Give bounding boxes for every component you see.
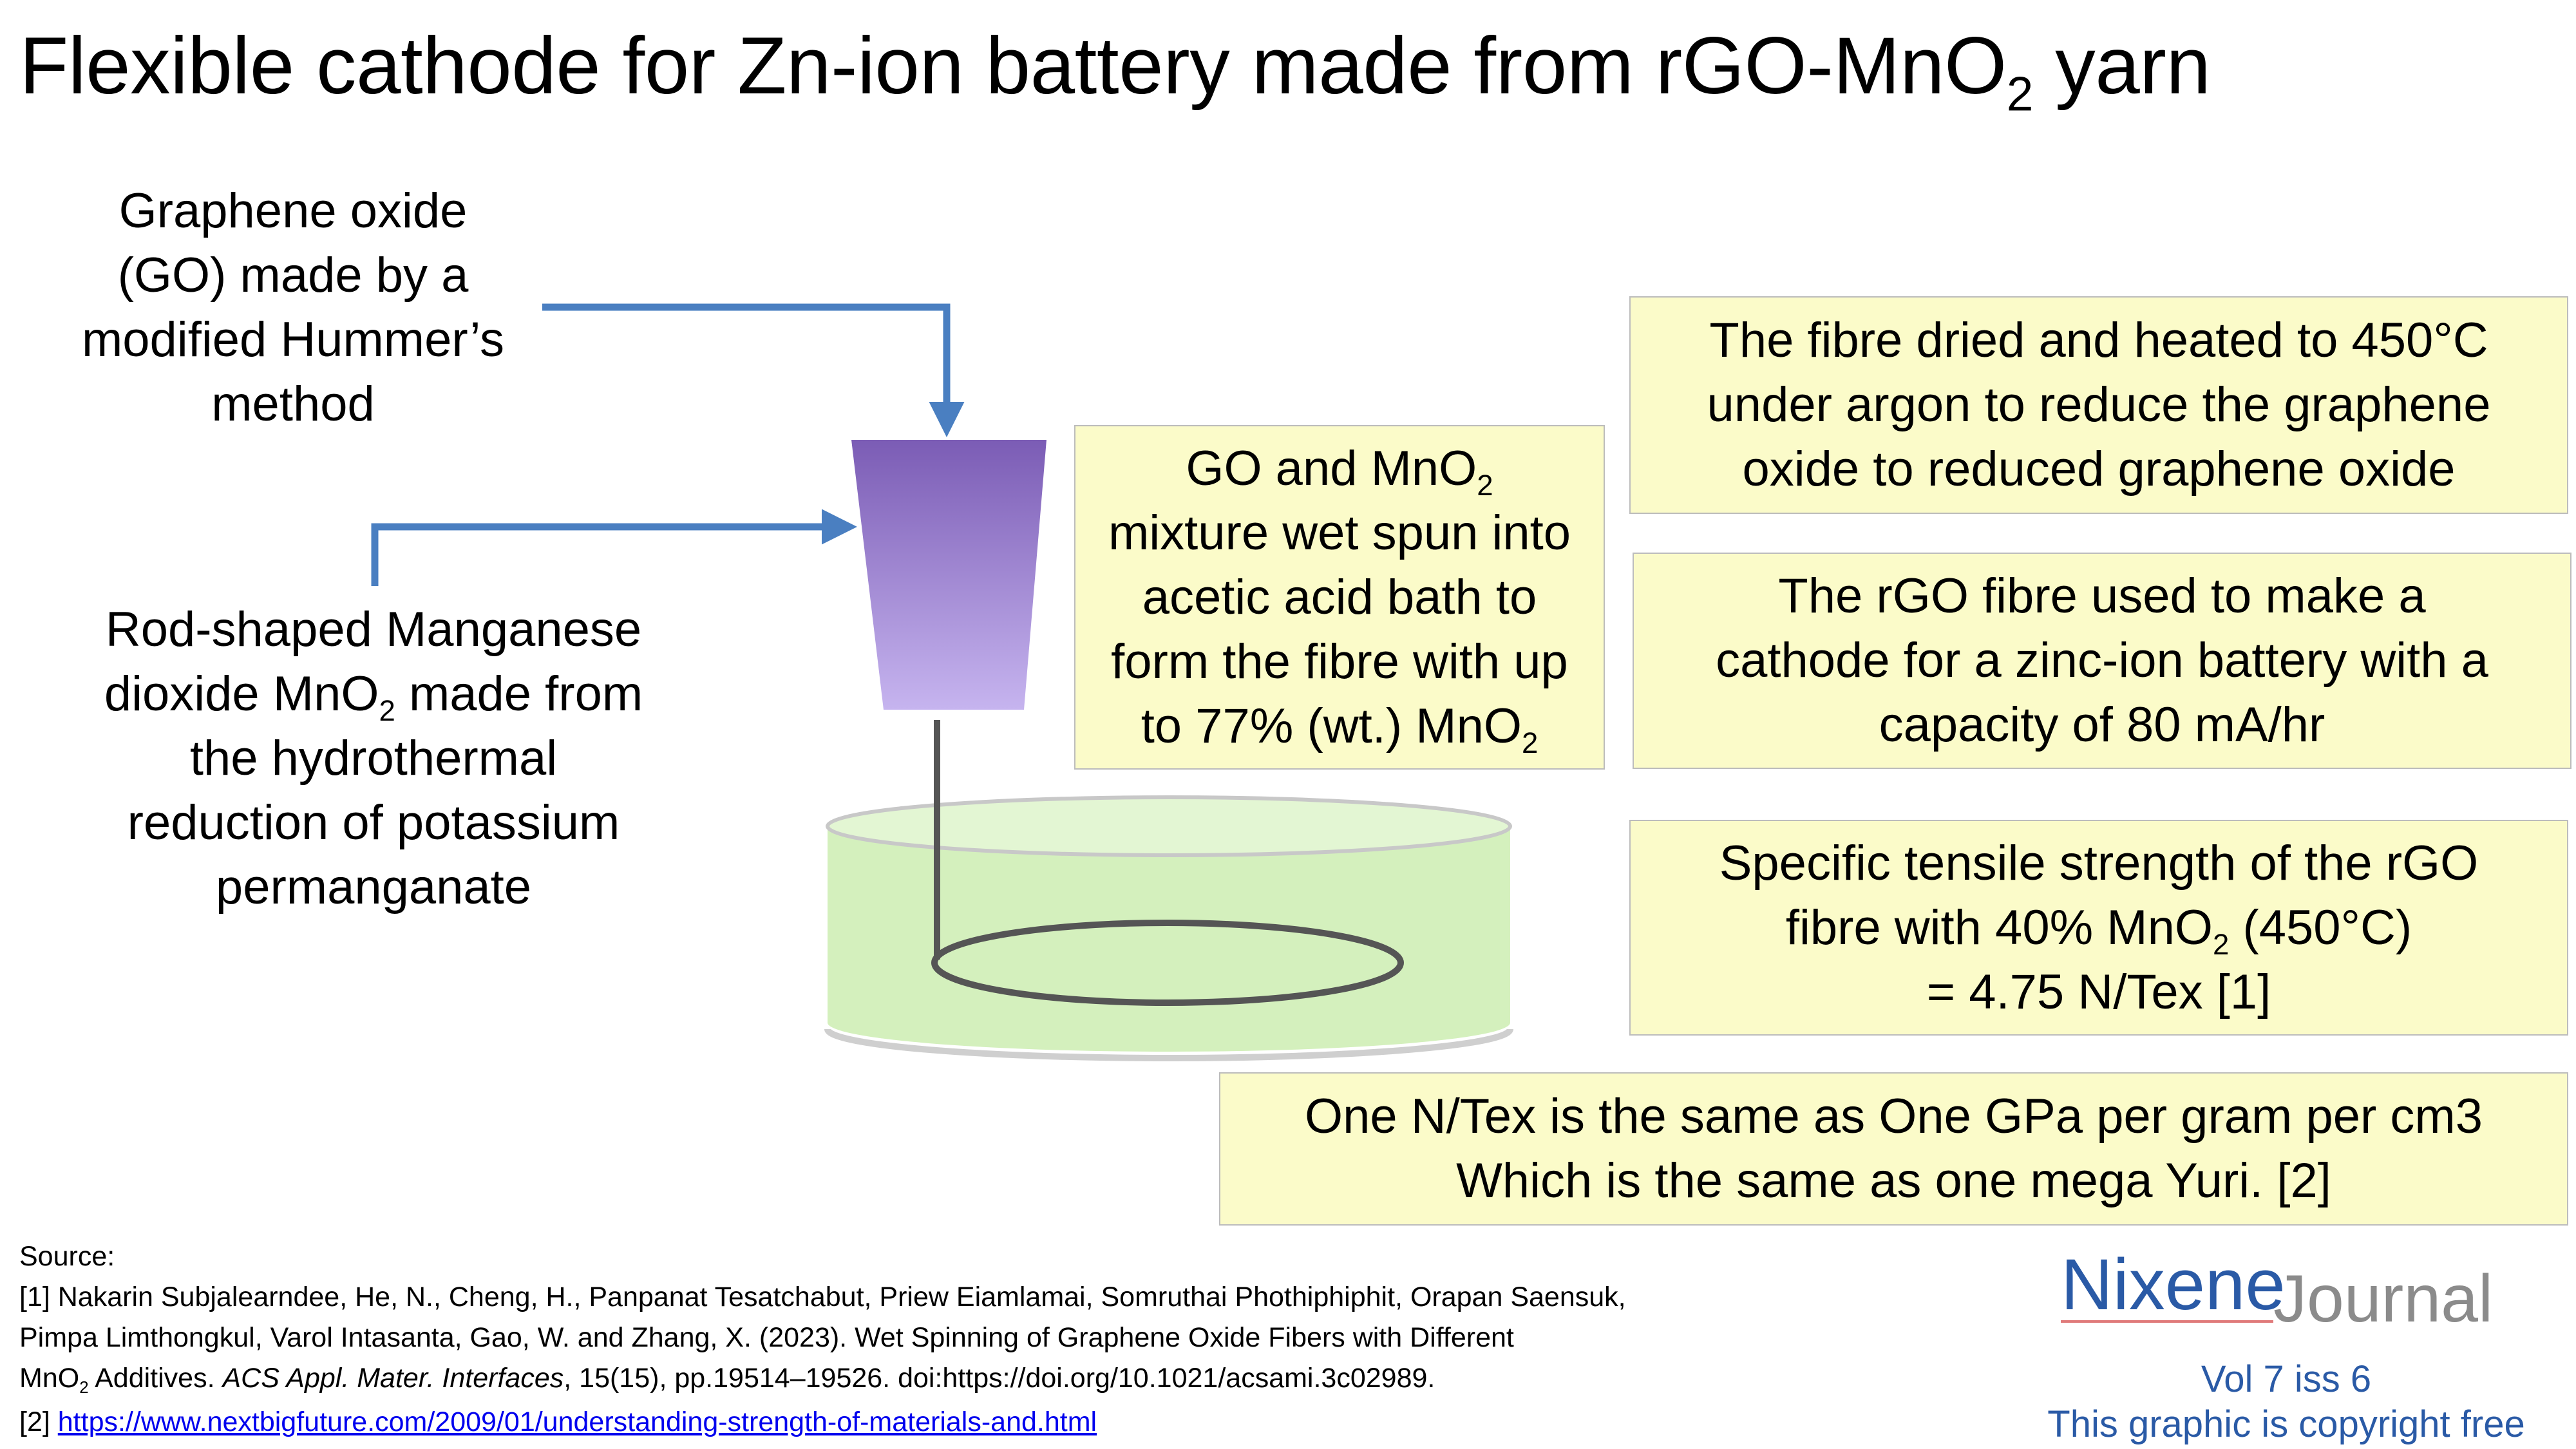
- go-arrow: [542, 303, 965, 437]
- page-title: Flexible cathode for Zn-ion battery made…: [19, 21, 2211, 121]
- fibre-coil: [931, 920, 1404, 1006]
- reference-1: [1] Nakarin Subjalearndee, He, N., Cheng…: [19, 1282, 1626, 1397]
- unit-note: One N/Tex is the same as One GPa per gra…: [1219, 1072, 2568, 1226]
- copyright-notice: This graphic is copyright free: [2047, 1403, 2525, 1445]
- mno2-arrow: [371, 509, 857, 586]
- source-heading: Source:: [19, 1241, 115, 1272]
- brand-underline: [2061, 1320, 2273, 1323]
- issue-label: Vol 7 iss 6: [2201, 1358, 2372, 1400]
- manganese-dioxide-label: Rod-shaped Manganese dioxide MnO2 made f…: [104, 602, 643, 914]
- reference-2-link[interactable]: https://www.nextbigfuture.com/2009/01/un…: [57, 1406, 1097, 1437]
- graphene-oxide-label: Graphene oxide (GO) made by a modified H…: [81, 184, 505, 431]
- reference-2: [2] https://www.nextbigfuture.com/2009/0…: [19, 1406, 1097, 1437]
- brand-nixene: Nixene: [2061, 1244, 2286, 1325]
- heating-note: The fibre dried and heated to 450°C unde…: [1629, 296, 2568, 514]
- wet-spinning-note: GO and MnO2 mixture wet spun into acetic…: [1074, 425, 1605, 770]
- acetic-acid-bath: [824, 795, 1513, 1061]
- brand-journal: Journal: [2273, 1262, 2494, 1336]
- spinneret-funnel: [851, 440, 1046, 710]
- nixene-journal-logo: Nixene Journal: [2061, 1244, 2512, 1336]
- tensile-strength-note: Specific tensile strength of the rGO fib…: [1629, 820, 2568, 1036]
- cathode-note: The rGO fibre used to make a cathode for…: [1633, 553, 2571, 769]
